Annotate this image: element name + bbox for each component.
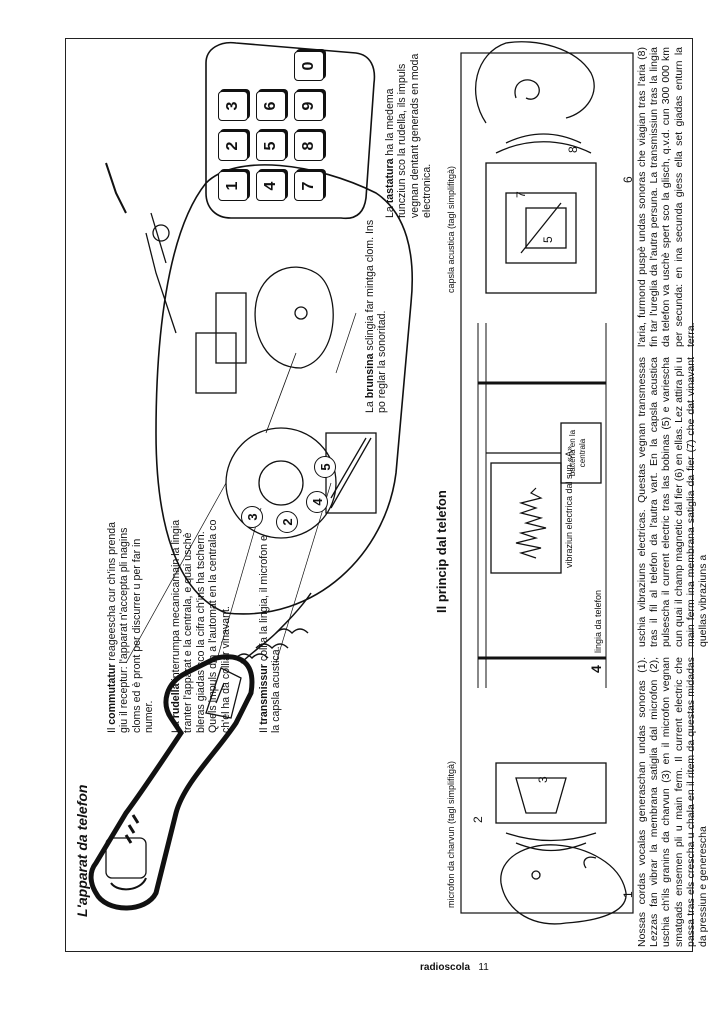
listener-face <box>474 41 595 124</box>
keypad-key-8: 8 <box>294 131 324 161</box>
dial-digit-3: 3 <box>241 506 263 528</box>
label-2: 2 <box>471 816 485 823</box>
leader-lines <box>125 312 357 664</box>
battery-label: batteria en la centrala <box>568 429 587 477</box>
rudella-text: La rudella interrumpa mecanicamain la li… <box>170 508 232 733</box>
label-8: 8 <box>566 146 580 153</box>
keypad-key-1: 1 <box>218 171 248 201</box>
label-6: 6 <box>621 176 635 183</box>
rudella-prefix: La <box>170 718 182 733</box>
dial-digit-2: 2 <box>276 511 298 533</box>
speaker-face <box>500 844 627 925</box>
page-number: 11 <box>478 962 489 973</box>
section-title-apparat: L'apparat da telefon <box>74 784 90 917</box>
body-col-1: Nossas cordas vocalas generaschan undas … <box>636 657 710 947</box>
keypad-key-5: 5 <box>256 131 286 161</box>
line-label: lingia da telefon <box>593 589 603 653</box>
keypad: 1 2 3 4 5 6 7 8 9 0 <box>218 51 358 201</box>
section-title-princip: Il princip dal telefon <box>434 490 449 613</box>
handset-illustration <box>88 654 255 911</box>
body-col-3: l'aria, furmond puspè undas sonoras che … <box>636 47 697 347</box>
keypad-key-3: 3 <box>218 91 248 121</box>
transmissur-text: Il transmissur collia la lingia, il micr… <box>258 533 283 733</box>
dial-digit-4: 4 <box>306 491 328 513</box>
label-4: 4 <box>588 665 604 673</box>
mic-label: microfon da charvun (tagl simplifitgà) <box>446 760 456 908</box>
transmissur-prefix: Il <box>258 724 270 733</box>
footer: radioscola 11 <box>420 962 489 973</box>
footer-brand: radioscola <box>420 962 471 973</box>
keypad-illustration <box>205 41 376 220</box>
tastatura-text: La tastatura ha la medema funcziun sco l… <box>384 48 434 218</box>
tastatura-prefix: La <box>384 203 396 218</box>
label-7: 7 <box>514 191 528 198</box>
label-5: 5 <box>541 236 555 243</box>
brunsina-term: brunsina <box>364 353 376 399</box>
rudella-term: rudella <box>170 683 182 719</box>
illustrations <box>88 41 634 925</box>
keypad-key-6: 6 <box>256 91 286 121</box>
keypad-key-4: 4 <box>256 171 286 201</box>
keypad-key-0: 0 <box>294 51 324 81</box>
keypad-key-2: 2 <box>218 131 248 161</box>
phone-body-illustration <box>105 162 414 615</box>
commutatur-prefix: Il <box>106 724 118 733</box>
coiled-cord <box>235 592 312 664</box>
transmissur-term: transmissur <box>258 664 270 725</box>
label-3: 3 <box>536 776 550 783</box>
label-1: 1 <box>621 891 635 898</box>
capsla-label: capsla acustica (tagl simplifitgà) <box>446 165 456 293</box>
rotated-content: L'apparat da telefon Il commutatur reage… <box>66 39 710 953</box>
brunsina-text: La brunsina sclingia far mintga clom. In… <box>364 213 389 413</box>
keypad-key-9: 9 <box>294 91 324 121</box>
dial-digit-5: 5 <box>314 456 336 478</box>
keypad-key-7: 7 <box>294 171 324 201</box>
tastatura-term: tastatura <box>384 158 396 204</box>
commutatur-text: Il commutatur reageescha cur ch'ins pren… <box>106 508 156 733</box>
page-frame: L'apparat da telefon Il commutatur reage… <box>65 38 710 953</box>
commutatur-term: commutatur <box>106 663 118 725</box>
body-col-2: uschia vibraziuns electricas. Questas ve… <box>636 357 710 647</box>
principle-diagram <box>460 52 634 914</box>
brunsina-prefix: La <box>364 398 376 413</box>
